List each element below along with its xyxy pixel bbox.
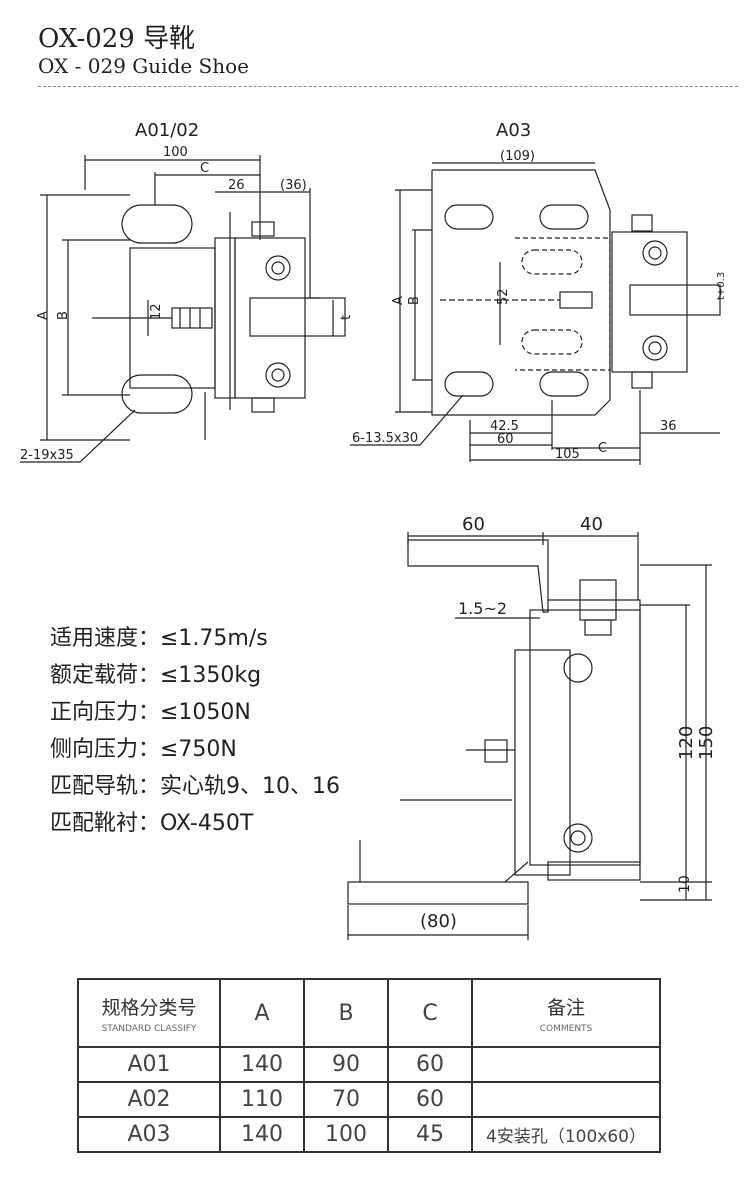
dim-text: 120 xyxy=(676,726,697,760)
table-row: A01 140 90 60 xyxy=(77,1046,661,1083)
table-cell: A01 xyxy=(77,1046,221,1083)
spec-table: 规格分类号 STANDARD CLASSIFY A B C 备注 COMMENT… xyxy=(77,978,661,1153)
dim-text: (109) xyxy=(500,149,535,164)
table-cell: 110 xyxy=(219,1081,305,1118)
spec-rail: 匹配导轨：实心轨9、10、16 xyxy=(50,774,340,799)
table-header-cell: A xyxy=(219,978,305,1048)
spec-side-force: 侧向压力：≤750N xyxy=(50,737,237,762)
dim-text: 10 xyxy=(677,875,693,893)
header-divider xyxy=(38,86,738,87)
table-header-row: 规格分类号 STANDARD CLASSIFY A B C 备注 COMMENT… xyxy=(77,978,661,1048)
table-header-cell: 规格分类号 STANDARD CLASSIFY xyxy=(77,978,221,1048)
view-a03-label: A03 xyxy=(496,120,531,141)
dim-text: t xyxy=(339,315,354,320)
dim-text: 60 xyxy=(462,514,485,535)
dim-text: 150 xyxy=(696,726,717,760)
table-cell: 70 xyxy=(303,1081,389,1118)
dim-text: 26 xyxy=(228,178,245,193)
table-cell: 4安装孔（100x60） xyxy=(471,1116,661,1153)
dim-text: C xyxy=(200,161,209,176)
view-side-drawing xyxy=(347,532,712,940)
page-title: OX-029 导靴 xyxy=(38,24,196,54)
view-a03-drawing xyxy=(350,162,721,465)
dim-text: 100 xyxy=(163,145,188,160)
table-cell: 60 xyxy=(387,1046,473,1083)
table-cell: 140 xyxy=(219,1116,305,1153)
dim-text: 42.5 xyxy=(490,419,519,434)
dim-text: C xyxy=(598,441,607,456)
dim-text: 36 xyxy=(660,419,677,434)
table-cell: 140 xyxy=(219,1046,305,1083)
dim-text: B xyxy=(407,296,422,305)
table-cell: 100 xyxy=(303,1116,389,1153)
spec-load: 额定载荷：≤1350kg xyxy=(50,663,262,688)
spec-liner: 匹配靴衬：OX-450T xyxy=(50,811,254,836)
dim-text: A xyxy=(36,311,51,320)
spec-normal-force: 正向压力：≤1050N xyxy=(50,700,251,725)
view-a0102-drawing xyxy=(20,155,346,463)
spec-speed: 适用速度：≤1.75m/s xyxy=(50,626,268,651)
table-row: A03 140 100 45 4安装孔（100x60） xyxy=(77,1116,661,1153)
view-a0102-label: A01/02 xyxy=(135,120,199,141)
table-cell: 60 xyxy=(387,1081,473,1118)
table-row: A02 110 70 60 xyxy=(77,1081,661,1118)
dim-text: (80) xyxy=(420,911,457,932)
table-cell: A03 xyxy=(77,1116,221,1153)
table-header-cell: B xyxy=(303,978,389,1048)
dim-text: 52 xyxy=(496,288,511,305)
table-header-cell: 备注 COMMENTS xyxy=(471,978,661,1048)
dim-text: 1.5~2 xyxy=(458,599,507,618)
dim-text: 12 xyxy=(149,303,164,320)
page-subtitle: OX - 029 Guide Shoe xyxy=(38,54,249,78)
dim-text: A xyxy=(391,296,406,305)
dim-text: 60 xyxy=(497,432,514,447)
dim-text: t+0.3 xyxy=(716,272,727,300)
table-header-cell: C xyxy=(387,978,473,1048)
dim-text: 6-13.5x30 xyxy=(352,431,418,446)
dim-text: 40 xyxy=(580,514,603,535)
dim-text: (36) xyxy=(280,178,307,193)
table-cell xyxy=(471,1081,661,1118)
technical-drawing: A01/02 100 C 26 (36) A B 12 t 2-19x35 A0… xyxy=(20,120,727,940)
dim-text: B xyxy=(56,311,71,320)
table-cell: A02 xyxy=(77,1081,221,1118)
table-cell xyxy=(471,1046,661,1083)
dim-text: 105 xyxy=(555,447,580,462)
table-cell: 90 xyxy=(303,1046,389,1083)
table-cell: 45 xyxy=(387,1116,473,1153)
dim-text: 2-19x35 xyxy=(20,448,74,463)
